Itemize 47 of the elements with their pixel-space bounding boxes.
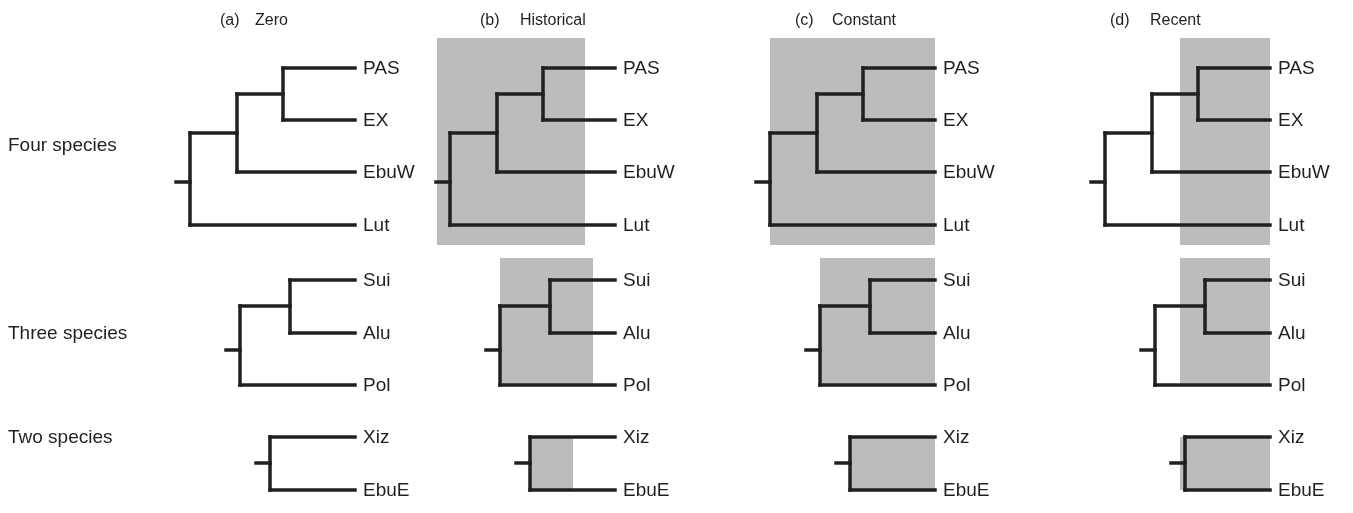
taxon-label: EbuW bbox=[1278, 161, 1330, 183]
taxon-label: Pol bbox=[943, 374, 971, 396]
taxon-label: EbuW bbox=[623, 161, 675, 183]
taxon-label: Pol bbox=[1278, 374, 1306, 396]
taxon-label: EbuE bbox=[943, 479, 990, 501]
taxon-label: Xiz bbox=[623, 426, 650, 448]
taxon-label: Xiz bbox=[363, 426, 390, 448]
taxon-label: Lut bbox=[1278, 214, 1305, 236]
column-heading: Zero bbox=[255, 10, 288, 30]
column-heading: Historical bbox=[520, 10, 586, 30]
taxon-label: EbuW bbox=[363, 161, 415, 183]
taxon-label: Lut bbox=[623, 214, 650, 236]
taxon-label: Alu bbox=[1278, 322, 1306, 344]
taxon-label: EX bbox=[943, 109, 969, 131]
panel-letter: (b) bbox=[480, 10, 500, 30]
taxon-label: Sui bbox=[943, 269, 971, 291]
taxon-label: Sui bbox=[623, 269, 651, 291]
taxon-label: EbuE bbox=[623, 479, 670, 501]
taxon-label: Xiz bbox=[943, 426, 970, 448]
taxon-label: Alu bbox=[363, 322, 391, 344]
taxon-label: Sui bbox=[1278, 269, 1306, 291]
panel-letter: (d) bbox=[1110, 10, 1130, 30]
taxon-label: Xiz bbox=[1278, 426, 1305, 448]
taxon-label: EX bbox=[1278, 109, 1304, 131]
taxon-label: PAS bbox=[1278, 57, 1315, 79]
panel-letter: (c) bbox=[795, 10, 814, 30]
taxon-label: Sui bbox=[363, 269, 391, 291]
taxon-label: EX bbox=[623, 109, 649, 131]
taxon-label: PAS bbox=[943, 57, 980, 79]
taxon-label: Pol bbox=[623, 374, 651, 396]
panel-letter: (a) bbox=[220, 10, 240, 30]
taxon-label: Lut bbox=[363, 214, 390, 236]
taxon-label: EX bbox=[363, 109, 389, 131]
taxon-label: PAS bbox=[363, 57, 400, 79]
row-label: Two species bbox=[8, 426, 113, 448]
taxon-label: Pol bbox=[363, 374, 391, 396]
row-label: Three species bbox=[8, 322, 128, 344]
taxon-label: EbuE bbox=[1278, 479, 1325, 501]
taxon-label: Alu bbox=[943, 322, 971, 344]
taxon-label: EbuW bbox=[943, 161, 995, 183]
taxon-label: Alu bbox=[623, 322, 651, 344]
taxon-label: Lut bbox=[943, 214, 970, 236]
column-heading: Recent bbox=[1150, 10, 1201, 30]
taxon-label: PAS bbox=[623, 57, 660, 79]
row-label: Four species bbox=[8, 134, 117, 156]
taxon-label: EbuE bbox=[363, 479, 410, 501]
column-heading: Constant bbox=[832, 10, 897, 30]
